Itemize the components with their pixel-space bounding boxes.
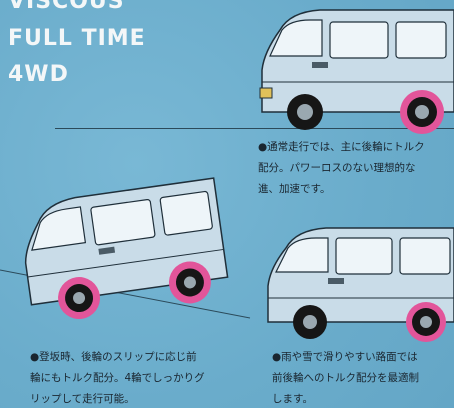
van-illustration-normal bbox=[259, 9, 454, 134]
caption-line: します。 bbox=[272, 393, 313, 405]
title-line-3: 4WD bbox=[8, 62, 69, 87]
caption-line: 前後輪へのトルク配分を最適制 bbox=[272, 372, 419, 384]
divider-line bbox=[55, 128, 454, 129]
caption-line: 進、加速です。 bbox=[258, 183, 331, 195]
van-illustration-climbing bbox=[0, 177, 251, 320]
caption-normal-driving: ●通常走行では、主に後輪にトルク 配分。パワーロスのない理想的な 進、加速です。 bbox=[258, 137, 425, 200]
title-line-2: FULL TIME bbox=[8, 26, 146, 51]
caption-line: 配分。パワーロスのない理想的な bbox=[258, 162, 416, 174]
title-line-1: VISCOUS bbox=[8, 0, 125, 14]
caption-hill-climb: ●登坂時、後輪のスリップに応じ前 輪にもトルク配分。4輪でしっかりグ リップして… bbox=[30, 347, 205, 408]
caption-line: 輪にもトルク配分。4輪でしっかりグ bbox=[30, 372, 205, 384]
caption-line: リップして走行可能。 bbox=[30, 393, 135, 405]
caption-line: ●登坂時、後輪のスリップに応じ前 bbox=[30, 351, 197, 363]
caption-line: ●通常走行では、主に後輪にトルク bbox=[258, 141, 425, 153]
caption-slippery-road: ●雨や雪で滑りやすい路面では 前後輪へのトルク配分を最適制 します。 bbox=[272, 347, 419, 408]
caption-line: ●雨や雪で滑りやすい路面では bbox=[272, 351, 418, 363]
van-illustration-slippery bbox=[267, 227, 454, 342]
